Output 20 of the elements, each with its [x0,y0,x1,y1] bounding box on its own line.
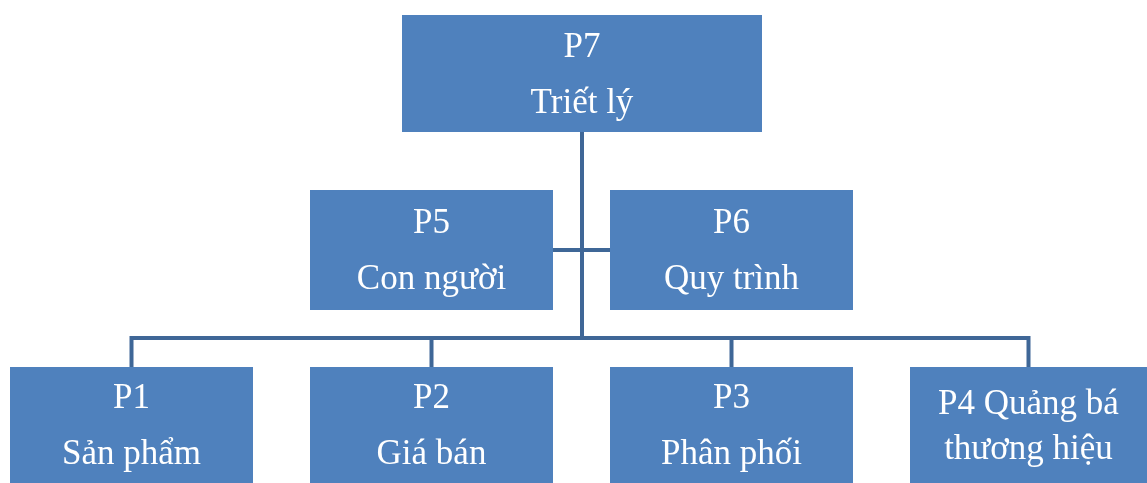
org-box [402,15,762,132]
org-box [610,367,853,483]
org-box [10,367,253,483]
box-label: Giá bán [376,432,487,474]
org-box [310,190,553,310]
box-label: P3 [713,376,750,418]
org-box [910,367,1147,483]
org-box [310,367,553,483]
org-box [610,190,853,310]
box-label: P2 [413,376,450,418]
box-label: P5 [413,201,450,243]
box-label: P6 [713,201,750,243]
box-label: Quy trình [663,257,800,299]
box-label: Phân phối [661,432,802,474]
box-label: P7 [563,24,601,67]
box-label: Con người [356,257,507,299]
box-label: P4 Quảng bá thương hiệu [937,381,1120,469]
box-label: Sản phẩm [62,432,201,474]
box-label: P1 [113,376,150,418]
box-label: Triết lý [530,80,634,123]
